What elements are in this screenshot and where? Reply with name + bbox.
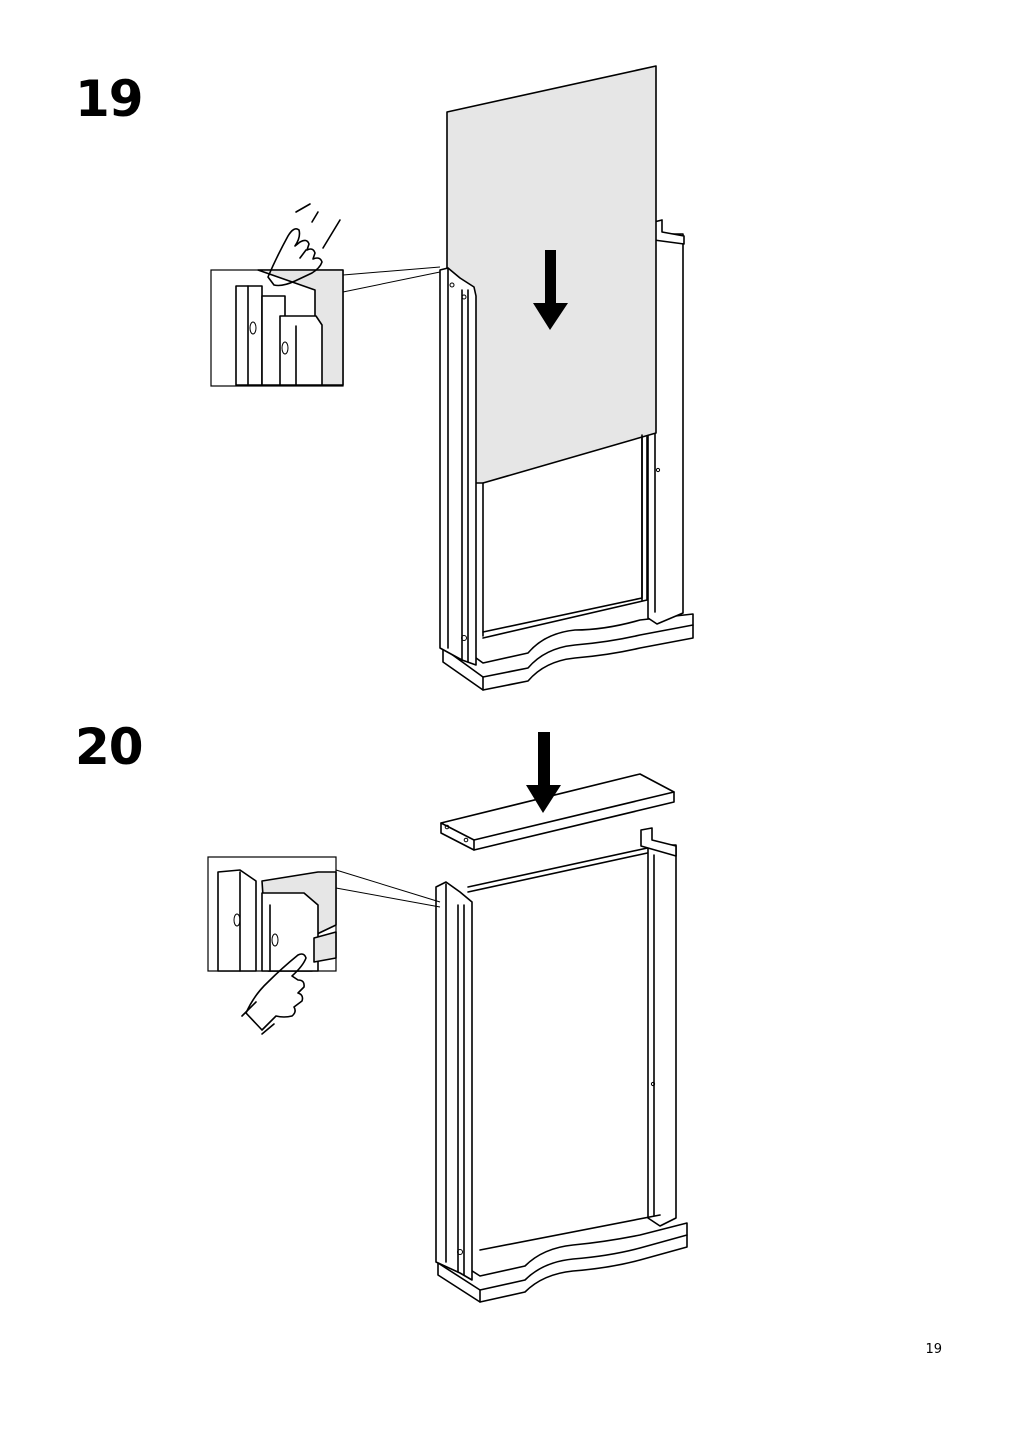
left-side-panel [439,267,477,666]
top-board [440,773,675,851]
back-panel [446,65,657,639]
hand-pointing-icon [267,203,341,287]
left-side-panel [435,881,473,1281]
base-plank [442,613,694,691]
detail-zoom-icon [210,269,344,387]
arrow-down-icon [533,250,568,330]
hand-pointing-icon [241,953,307,1035]
detail-zoom-icon [207,856,337,972]
step-19-illustration [210,65,694,691]
base-plank [437,1214,688,1303]
step-number-19: 19 [75,70,144,128]
arrow-down-icon [526,732,561,813]
page-number: 19 [925,1342,942,1357]
right-side-panel [640,827,677,1227]
step-number-20: 20 [75,718,144,776]
step-20-illustration [207,732,688,1303]
